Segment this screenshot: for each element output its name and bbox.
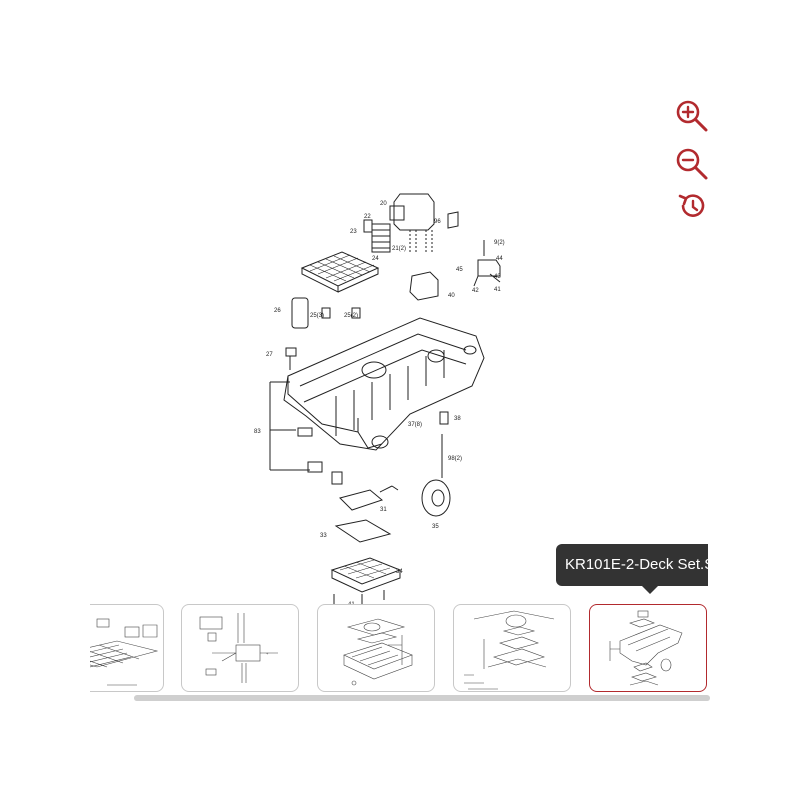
zoom-in-button[interactable] <box>672 96 712 136</box>
diagram-label: 44 <box>496 256 503 262</box>
diagram-label: 41 <box>494 287 501 293</box>
svg-text:+: + <box>266 651 269 656</box>
diagram-label: 38 <box>454 416 461 422</box>
thumbnail-1[interactable] <box>90 604 164 692</box>
thumbnail-5[interactable] <box>589 604 707 692</box>
diagram-label: 23 <box>350 229 357 235</box>
thumbnail-2-image: + <box>199 613 278 683</box>
diagram-label: 20 <box>380 201 387 207</box>
diagram-label: 9(2) <box>494 240 505 246</box>
diagram-label: 35 <box>432 524 439 530</box>
diagram-label: 26 <box>274 308 281 314</box>
zoom-in-icon <box>676 100 708 132</box>
diagram-label: 22 <box>364 214 371 220</box>
zoom-out-icon <box>676 148 708 180</box>
diagram-label: 27 <box>266 352 273 358</box>
diagram-label: 21(2) <box>392 246 406 252</box>
diagram-label: 24 <box>372 256 379 262</box>
diagram-label: 31 <box>380 507 387 513</box>
diagram-label: 40 <box>448 293 455 299</box>
zoom-out-button[interactable] <box>672 144 712 184</box>
thumbnail-3-image <box>343 618 413 686</box>
thumbnail-5-image <box>609 610 683 686</box>
diagram-labels: 20 96 22 23 21(2) 9(2) 44 45 43 42 41 40… <box>254 201 505 608</box>
diagram-label: 45 <box>456 267 463 273</box>
history-icon <box>678 194 705 217</box>
diagram-label: 25(2) <box>344 313 358 319</box>
thumbnail-3[interactable] <box>317 604 435 692</box>
thumbnail-strip[interactable]: + <box>90 596 710 708</box>
thumbnail-scrollbar-thumb[interactable] <box>134 695 710 701</box>
reset-zoom-button[interactable] <box>672 186 712 226</box>
thumbnail-4-image <box>464 610 555 690</box>
parts-diagram-image[interactable]: 20 96 22 23 21(2) 9(2) 44 45 43 42 41 40… <box>240 180 520 610</box>
thumbnail-tooltip: KR101E-2-Deck Set.S <box>556 544 708 586</box>
thumbnail-1-image <box>90 618 159 686</box>
diagram-label: 43 <box>494 274 501 280</box>
diagram-label: 34 <box>396 569 403 575</box>
diagram-label: 98(2) <box>448 456 462 462</box>
thumbnail-4[interactable] <box>453 604 571 692</box>
parts-diagram: 20 96 22 23 21(2) 9(2) 44 45 43 42 41 40… <box>254 193 505 608</box>
diagram-label: 33 <box>320 533 327 539</box>
thumbnail-2[interactable]: + <box>181 604 299 692</box>
tooltip-arrow <box>642 586 658 594</box>
diagram-label: 37(8) <box>408 422 422 428</box>
diagram-label: 25(3) <box>310 313 324 319</box>
diagram-label: 42 <box>472 288 479 294</box>
diagram-label: 96 <box>434 219 441 225</box>
diagram-label: 83 <box>254 429 261 435</box>
